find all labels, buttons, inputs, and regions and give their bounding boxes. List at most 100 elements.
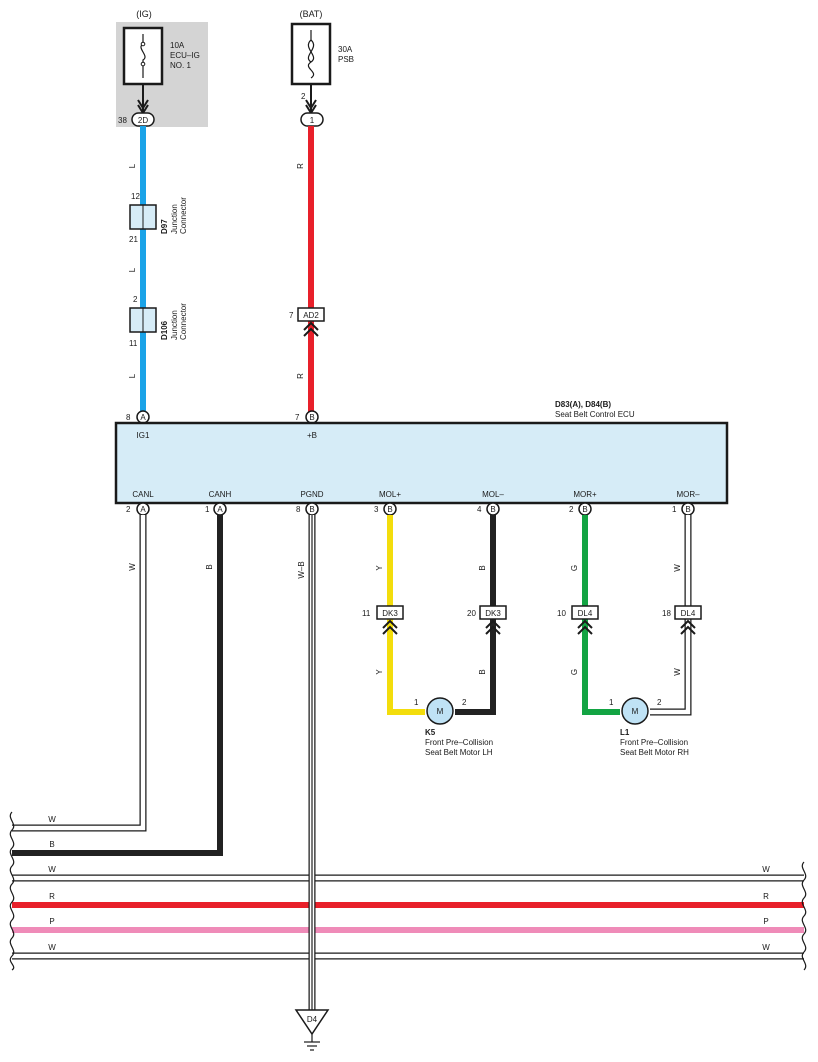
bat-fuse-name: PSB bbox=[338, 55, 354, 64]
connector-pin-number: 11 bbox=[362, 609, 371, 618]
ecu-pin-number: 2 bbox=[569, 505, 574, 514]
bus-wire-w-1-color-left: W bbox=[48, 865, 56, 874]
connector-dl4-pin-10: 10 DL4 bbox=[557, 605, 599, 635]
ecu-pin-label: MOL– bbox=[482, 490, 504, 499]
ecu-pin-number: 1 bbox=[672, 505, 677, 514]
ecu-pin-number: 8 bbox=[296, 505, 301, 514]
ecu-bottom-pin-canh: CANH 1 A bbox=[205, 490, 232, 516]
ecu-pin-connector-label: A bbox=[140, 413, 146, 422]
bat-fuse-rating: 30A bbox=[338, 45, 353, 54]
motor-icon bbox=[621, 697, 649, 725]
ad2-connector-label: AD2 bbox=[303, 311, 319, 320]
mor-plus-wire-color-2: G bbox=[570, 669, 579, 675]
plus-b-wire-color-1: R bbox=[296, 163, 305, 169]
connector-label: DL4 bbox=[578, 609, 593, 618]
ig-fuse-name: ECU–IG bbox=[170, 51, 200, 60]
canl-wire-inner bbox=[12, 515, 146, 831]
canh-wire-color: B bbox=[205, 564, 214, 569]
mol-plus-wire-color-2: Y bbox=[375, 669, 384, 675]
junction-d97-desc-2: Connector bbox=[179, 197, 188, 234]
connector-chevron bbox=[382, 619, 398, 635]
motor-pin-2: 2 bbox=[657, 698, 662, 707]
junction-d106-pin-bottom: 11 bbox=[129, 339, 138, 348]
junction-d106-pin-top: 2 bbox=[133, 295, 138, 304]
junction-d97-pin-top: 12 bbox=[131, 192, 140, 201]
ig-fuse-rating: 10A bbox=[170, 41, 185, 50]
ecu-connector-title: D83(A), D84(B) bbox=[555, 400, 611, 409]
bus-wire-w-2-color-left: W bbox=[48, 943, 56, 952]
bat-pin-number: 2 bbox=[301, 92, 306, 101]
junction-d106-desc: Junction bbox=[170, 310, 179, 340]
ecu-pin-connector-label: B bbox=[309, 505, 314, 514]
motor-l1: 1 2 M L1 Front Pre–Collision Seat Belt M… bbox=[609, 697, 689, 757]
ecu-pin-label: MOR– bbox=[676, 490, 700, 499]
ig-connector-label: 2D bbox=[138, 116, 148, 125]
ecu-pin-label: CANL bbox=[132, 490, 154, 499]
connector-pin-number: 18 bbox=[662, 609, 671, 618]
bus-wire-p-color-left: P bbox=[49, 917, 54, 926]
bus-wire-w-1-color-right: W bbox=[762, 865, 770, 874]
ig-fuse-name-2: NO. 1 bbox=[170, 61, 191, 70]
motor-k5: 1 2 M K5 Front Pre–Collision Seat Belt M… bbox=[414, 697, 493, 757]
plus-b-wire-color-2: R bbox=[296, 373, 305, 379]
mor-minus-wire-inner bbox=[650, 515, 691, 715]
ad2-pin-number: 7 bbox=[289, 311, 294, 320]
junction-d106-desc-2: Connector bbox=[179, 303, 188, 340]
connector-pin-number: 10 bbox=[557, 609, 566, 618]
ecu-pin-number: 4 bbox=[477, 505, 482, 514]
ecu-bottom-pin-mol-plus: MOL+ 3 B bbox=[374, 490, 401, 516]
motor-desc-1: Front Pre–Collision bbox=[620, 738, 688, 747]
canh-wire-color-left: B bbox=[49, 840, 54, 849]
ecu-pin-label: MOL+ bbox=[379, 490, 401, 499]
canl-wire-color-left: W bbox=[48, 815, 56, 824]
connector-label: DL4 bbox=[681, 609, 696, 618]
ecu-name: Seat Belt Control ECU bbox=[555, 410, 635, 419]
bat-fuse-element-2 bbox=[307, 39, 315, 63]
pgnd-wire-color: W–B bbox=[297, 561, 306, 578]
bat-fuse-element bbox=[307, 30, 315, 79]
ig-source-label: (IG) bbox=[136, 9, 152, 19]
bus-wire-r-color-left: R bbox=[49, 892, 55, 901]
connector-pin-number: 20 bbox=[467, 609, 476, 618]
ecu-pin-connector-label: A bbox=[140, 505, 146, 514]
mol-plus-wire-color-1: Y bbox=[375, 565, 384, 571]
ig1-wire-color-1: L bbox=[128, 163, 137, 168]
bus-wire-p-color-right: P bbox=[763, 917, 768, 926]
connector-dk3-pin-11: 11 DK3 bbox=[362, 605, 404, 635]
ecu-pin-label-plus-b: +B bbox=[307, 431, 317, 440]
ecu-pin-label: CANH bbox=[209, 490, 232, 499]
ecu-pin-label: MOR+ bbox=[573, 490, 597, 499]
motor-desc-2: Seat Belt Motor RH bbox=[620, 748, 689, 757]
connector-box bbox=[479, 605, 507, 620]
mol-minus-wire-color-1: B bbox=[478, 565, 487, 570]
connector-label: DK3 bbox=[485, 609, 501, 618]
mor-minus-wire-color-2: W bbox=[673, 668, 682, 676]
motor-id: L1 bbox=[620, 728, 630, 737]
mor-plus-wire bbox=[582, 515, 620, 715]
connector-box bbox=[376, 605, 404, 620]
bus-wire-r-color-right: R bbox=[763, 892, 769, 901]
ground-triangle bbox=[294, 1009, 330, 1036]
canl-wire-color: W bbox=[128, 563, 137, 571]
ecu-pin-connector-label: A bbox=[217, 505, 223, 514]
motor-id: K5 bbox=[425, 728, 436, 737]
ecu-pin-connector-label: B bbox=[490, 505, 495, 514]
connector-chevron bbox=[485, 619, 501, 635]
ecu-top-pin-plus-b: 7 B bbox=[295, 410, 319, 424]
left-break-mark bbox=[9, 811, 15, 971]
motor-pin-2: 2 bbox=[462, 698, 467, 707]
connector-chevron bbox=[577, 619, 593, 635]
canl-wire bbox=[12, 515, 147, 832]
ecu-pin-connector-label: B bbox=[582, 505, 587, 514]
mor-minus-wire-color-1: W bbox=[673, 564, 682, 572]
ig-fuse-dot-bottom bbox=[140, 61, 146, 67]
bus-wire-w-2-color-right: W bbox=[762, 943, 770, 952]
ad2-chevron bbox=[303, 321, 319, 337]
seat-belt-control-ecu bbox=[114, 421, 729, 505]
motor-desc-2: Seat Belt Motor LH bbox=[425, 748, 493, 757]
connector-label: DK3 bbox=[382, 609, 398, 618]
motor-pin-1: 1 bbox=[414, 698, 419, 707]
ecu-bottom-pin-mor-plus: MOR+ 2 B bbox=[569, 490, 597, 516]
motor-desc-1: Front Pre–Collision bbox=[425, 738, 493, 747]
